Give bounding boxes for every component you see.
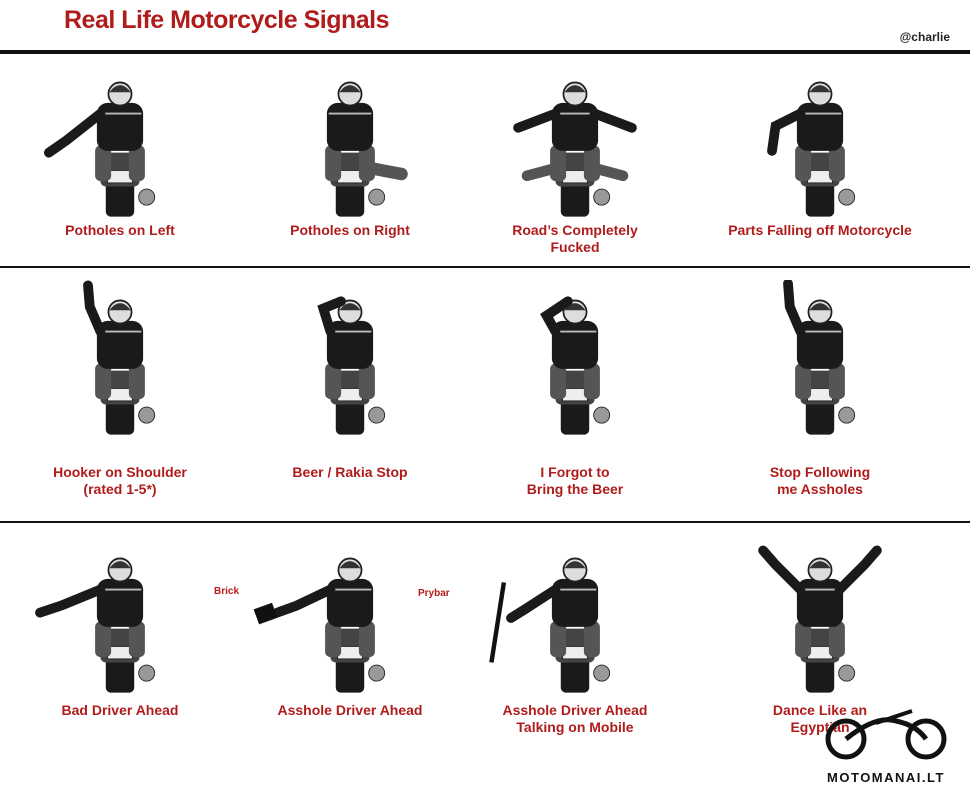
motorcycle-rider-illustration: [35, 557, 156, 693]
motorcycle-rider-illustration: [317, 296, 386, 435]
signal-card: Beer / Rakia Stop: [230, 280, 470, 490]
signal-card: Asshole Driver Ahead: [230, 538, 470, 748]
signal-caption: Stop Following me Assholes: [769, 464, 871, 497]
signal-card: Bad Driver Ahead: [0, 538, 240, 748]
signal-card: Stop Following me Assholes: [700, 280, 940, 497]
motorcycle-rider-illustration: [489, 557, 611, 693]
signal-card: Asshole Driver Ahead Talking on Mobile: [455, 538, 695, 748]
signal-caption: Potholes on Right: [290, 222, 410, 238]
signal-card: Parts Falling off Motorcycle: [700, 62, 940, 272]
motorcycle-rider-illustration: [44, 81, 156, 217]
signal-caption: Asshole Driver Ahead Talking on Mobile: [502, 702, 648, 735]
motorcycle-rider-illustration: [758, 545, 882, 693]
header-divider: [0, 50, 970, 54]
row-divider-2: [0, 521, 970, 523]
motorcycle-rider-illustration: [540, 296, 611, 435]
signal-caption: Beer / Rakia Stop: [292, 464, 408, 480]
prybar-label: Prybar: [418, 588, 450, 599]
signal-card: Hooker on Shoulder (rated 1-5*): [0, 280, 240, 497]
signal-caption: Road’s Completely Fucked: [512, 222, 638, 255]
author-handle: @charlie: [899, 30, 950, 44]
signal-card: Potholes on Right: [230, 62, 470, 272]
watermark-text: MOTOMANAI.LT: [827, 770, 945, 785]
signal-caption: Hooker on Shoulder (rated 1-5*): [53, 464, 187, 497]
signal-card: Road’s Completely Fucked: [455, 62, 695, 272]
motorcycle-rider-illustration: [83, 280, 156, 435]
signal-card: Potholes on Left: [0, 62, 240, 272]
signal-caption: Potholes on Left: [65, 222, 175, 238]
page-title: Real Life Motorcycle Signals: [64, 6, 390, 34]
motorcycle-rider-illustration: [767, 81, 856, 217]
motorcycle-logo-icon: [825, 709, 947, 760]
signal-caption: I Forgot to Bring the Beer: [526, 464, 624, 497]
signal-caption: Bad Driver Ahead: [61, 702, 179, 718]
motorcycle-rider-illustration: [325, 81, 408, 217]
motorcycle-rider-illustration: [513, 81, 637, 217]
motorcycle-rider-illustration: [783, 280, 856, 435]
signal-caption: Asshole Driver Ahead: [277, 702, 423, 718]
row-divider-1: [0, 266, 970, 268]
watermark-logo: MOTOMANAI.LT: [816, 705, 956, 785]
motorcycle-rider-illustration: [253, 557, 386, 693]
signal-caption: Parts Falling off Motorcycle: [728, 222, 912, 238]
signal-card: I Forgot to Bring the Beer: [455, 280, 695, 497]
brick-label: Brick: [214, 586, 240, 597]
